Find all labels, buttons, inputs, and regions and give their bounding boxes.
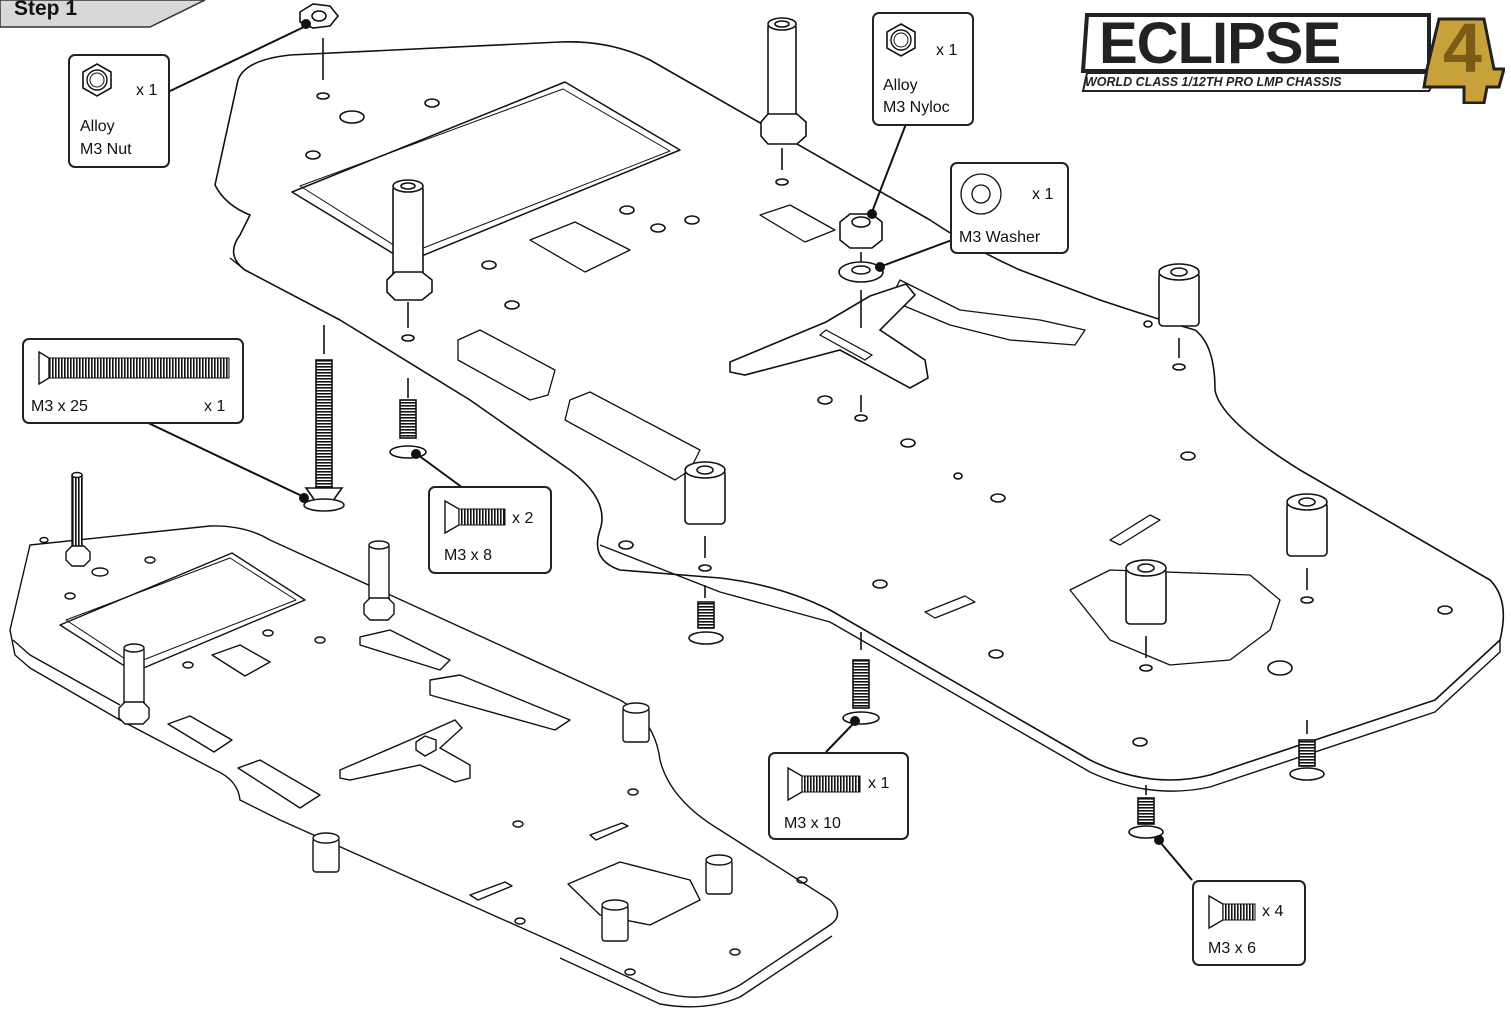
leader-lines bbox=[141, 19, 1193, 881]
material-label: Alloy bbox=[883, 77, 918, 94]
material-label: Alloy bbox=[80, 118, 115, 135]
post-c bbox=[1286, 493, 1328, 604]
callout-m3x6-screw: x 4 M3 x 6 bbox=[1192, 880, 1306, 966]
part-name: M3 Nyloc bbox=[883, 99, 950, 116]
screw-bottom-b bbox=[842, 632, 880, 725]
callout-m3x25-screw: M3 x 25 x 1 bbox=[22, 338, 244, 424]
qty-label: x 1 bbox=[1032, 186, 1054, 203]
hex-nut-icon bbox=[886, 23, 916, 57]
logo-title: ECLIPSE bbox=[1099, 11, 1341, 76]
callout-m3-washer: x 1 M3 Washer bbox=[950, 162, 1069, 254]
post-b bbox=[1158, 263, 1200, 371]
screw-size: M3 x 10 bbox=[784, 815, 841, 832]
callout-m3x10-screw: x 1 M3 x 10 bbox=[768, 752, 909, 840]
countersunk-screw-icon bbox=[1208, 894, 1256, 930]
screw-bottom-d bbox=[1128, 785, 1164, 839]
assembled-chassis-hardware bbox=[65, 471, 733, 942]
eclipse4-logo: ECLIPSE 4 WORLD CLASS 1/12TH PRO LMP CHA… bbox=[1079, 9, 1506, 105]
qty-label: x 1 bbox=[136, 82, 158, 99]
post-a bbox=[684, 461, 726, 572]
qty-label: x 1 bbox=[204, 398, 226, 415]
hex-nut-icon bbox=[82, 63, 112, 97]
logo-badge-icon bbox=[1080, 13, 1506, 105]
countersunk-screw-icon bbox=[787, 766, 861, 802]
screw-bottom-a bbox=[688, 585, 724, 645]
step-title: Step 1 bbox=[14, 0, 78, 20]
callout-alloy-m3-nyloc: x 1 Alloy M3 Nyloc bbox=[872, 12, 974, 126]
qty-label: x 1 bbox=[936, 42, 958, 59]
screw-size: M3 x 25 bbox=[31, 398, 88, 415]
part-name: M3 Nut bbox=[80, 141, 132, 158]
qty-label: x 2 bbox=[512, 510, 534, 527]
screw-bottom-c bbox=[1289, 720, 1325, 781]
part-name: M3 Washer bbox=[959, 229, 1041, 246]
countersunk-screw-icon bbox=[444, 499, 506, 535]
logo-number: 4 bbox=[1443, 9, 1482, 87]
callout-alloy-m3-nut: x 1 Alloy M3 Nut bbox=[68, 54, 170, 168]
screw-size: M3 x 8 bbox=[444, 547, 493, 564]
qty-label: x 4 bbox=[1262, 903, 1284, 920]
main-plate-hardware bbox=[299, 3, 1328, 839]
qty-label: x 1 bbox=[868, 775, 890, 792]
countersunk-screw-icon bbox=[38, 350, 230, 386]
assembled-chassis-preview bbox=[9, 525, 839, 1008]
screw-size: M3 x 6 bbox=[1208, 940, 1257, 957]
logo-subtitle: WORLD CLASS 1/12TH PRO LMP CHASSIS bbox=[1085, 75, 1342, 89]
washer-icon bbox=[960, 173, 1002, 215]
step-tab bbox=[0, 0, 205, 28]
post-d bbox=[1125, 559, 1167, 672]
callout-m3x8-screw: x 2 M3 x 8 bbox=[428, 486, 552, 574]
